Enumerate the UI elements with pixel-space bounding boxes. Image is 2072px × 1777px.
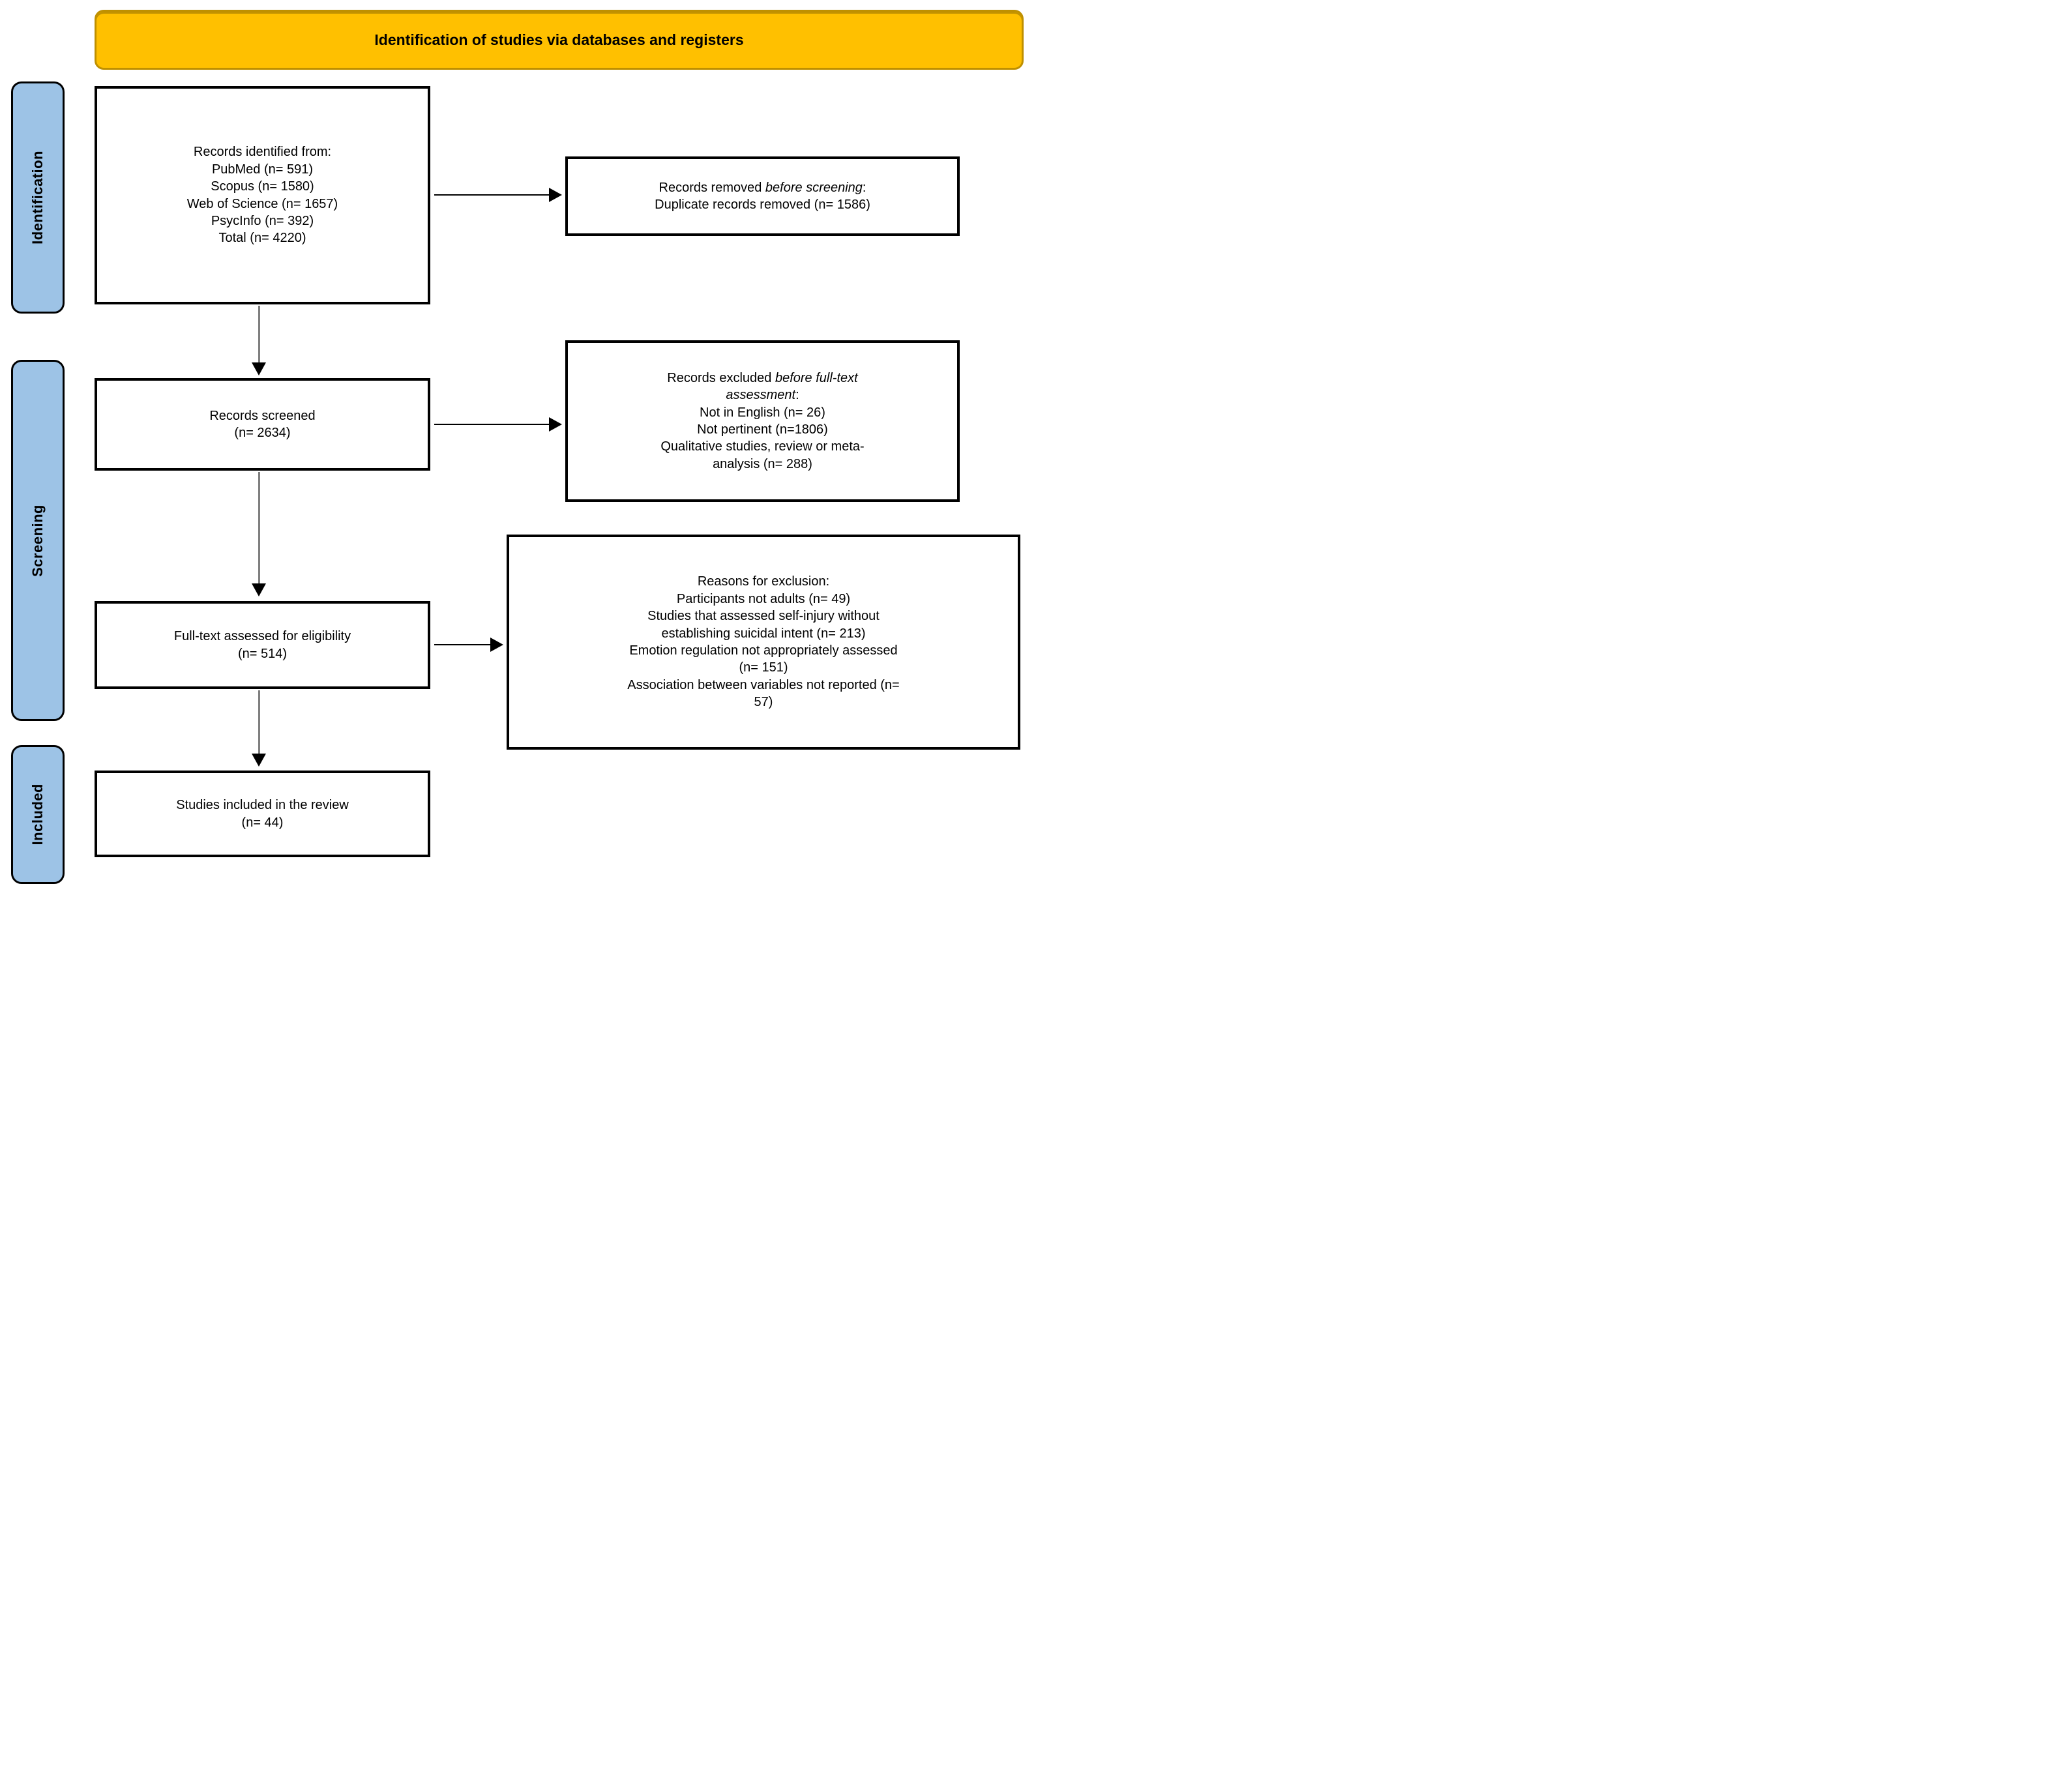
box-records-excluded: Records excluded before full-text assess…	[565, 340, 960, 502]
records-removed-line: Duplicate records removed (n= 1586)	[655, 198, 870, 212]
stage-label-identification: Identification	[11, 81, 65, 314]
records-removed-title-italic: before screening	[765, 180, 863, 195]
records-removed-title-pre: Records removed	[659, 180, 765, 195]
arrow-screened-to-fulltext-shaft	[258, 472, 260, 584]
studies-included-title: Studies included in the review	[176, 798, 349, 813]
records-identified-line: PsycInfo (n= 392)	[211, 213, 314, 228]
arrow-identified-to-screened-head-icon	[252, 362, 266, 375]
reasons-line: Association between variables not report…	[627, 677, 900, 692]
reasons-line: establishing suicidal intent (n= 213)	[661, 626, 866, 641]
records-excluded-title-post: :	[795, 388, 799, 403]
arrow-screened-to-excluded-head-icon	[549, 417, 562, 432]
reasons-line: Emotion regulation not appropriately ass…	[629, 643, 898, 658]
records-excluded-line: Not in English (n= 26)	[700, 405, 825, 420]
arrow-screened-to-excluded-shaft	[434, 424, 549, 425]
arrow-fulltext-to-reasons-shaft	[434, 644, 490, 645]
records-excluded-title: Records excluded before full-text assess…	[667, 370, 857, 404]
header-title: Identification of studies via databases …	[374, 31, 744, 48]
fulltext-assessed-count: (n= 514)	[237, 646, 288, 661]
stage-label-identification-text: Identification	[29, 151, 46, 244]
records-identified-line: PubMed (n= 591)	[211, 162, 314, 177]
arrow-identified-to-screened-shaft	[258, 306, 260, 363]
arrow-identified-to-removed-head-icon	[549, 188, 562, 202]
records-excluded-line: Qualitative studies, review or meta-	[660, 439, 865, 454]
box-records-removed: Records removed before screening: Duplic…	[565, 156, 960, 236]
records-identified-line: Records identified from:	[193, 145, 332, 160]
records-identified-line: Scopus (n= 1580)	[211, 179, 314, 194]
reasons-line: Participants not adults (n= 49)	[676, 591, 851, 606]
stage-label-included: Included	[11, 745, 65, 884]
header-banner: Identification of studies via databases …	[95, 10, 1024, 70]
stage-label-screening: Screening	[11, 360, 65, 721]
records-excluded-title-italic-1: before full-text	[775, 370, 858, 385]
arrow-fulltext-to-included-shaft	[258, 690, 260, 754]
box-fulltext-assessed: Full-text assessed for eligibility (n= 5…	[95, 601, 430, 689]
box-studies-included: Studies included in the review (n= 44)	[95, 771, 430, 857]
records-identified-line: Web of Science (n= 1657)	[186, 196, 338, 211]
arrow-fulltext-to-included-head-icon	[252, 754, 266, 767]
reasons-title: Reasons for exclusion:	[697, 574, 830, 589]
box-records-identified: Records identified from: PubMed (n= 591)…	[95, 86, 430, 304]
records-screened-title: Records screened	[209, 408, 316, 423]
reasons-line: 57)	[754, 695, 773, 710]
records-removed-title: Records removed before screening:	[659, 179, 866, 196]
fulltext-assessed-title: Full-text assessed for eligibility	[173, 629, 351, 644]
arrow-identified-to-removed-shaft	[434, 194, 549, 196]
records-excluded-title-pre: Records excluded	[667, 370, 775, 385]
stage-label-included-text: Included	[29, 784, 46, 845]
records-screened-count: (n= 2634)	[234, 426, 291, 440]
reasons-line: (n= 151)	[739, 660, 788, 675]
stage-label-screening-text: Screening	[29, 504, 46, 577]
records-identified-line: Total (n= 4220)	[218, 231, 306, 246]
records-excluded-title-italic-2: assessment	[726, 388, 796, 403]
box-reasons-for-exclusion: Reasons for exclusion: Participants not …	[507, 535, 1020, 750]
box-records-screened: Records screened (n= 2634)	[95, 378, 430, 471]
prisma-flow-diagram: Identification of studies via databases …	[0, 0, 1036, 889]
studies-included-count: (n= 44)	[241, 815, 284, 830]
reasons-line: Studies that assessed self-injury withou…	[647, 609, 880, 624]
arrow-fulltext-to-reasons-head-icon	[490, 638, 503, 652]
records-excluded-line: Not pertinent (n=1806)	[697, 422, 828, 437]
records-excluded-line: analysis (n= 288)	[713, 456, 812, 471]
records-removed-title-post: :	[862, 180, 866, 195]
arrow-screened-to-fulltext-head-icon	[252, 583, 266, 596]
